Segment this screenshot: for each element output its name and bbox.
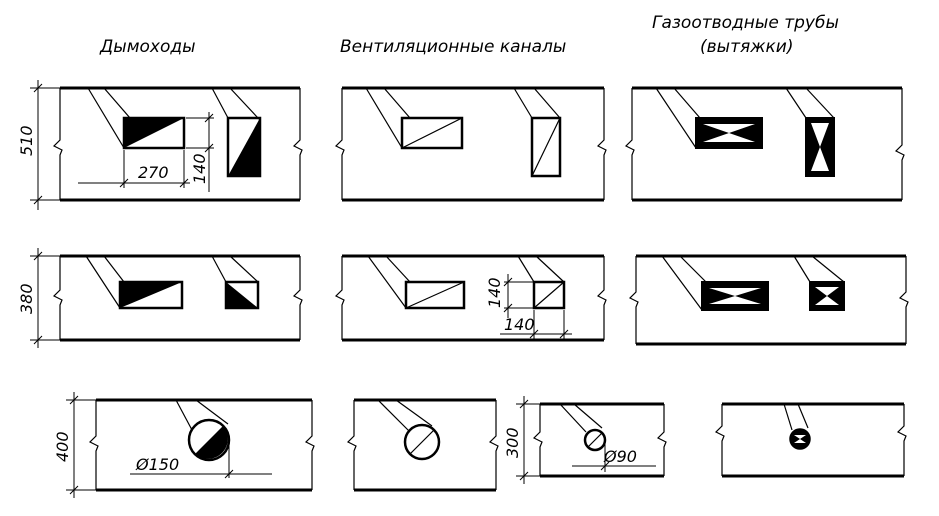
wall-400-chimney: Ø150 400 <box>53 392 315 498</box>
dim-vent-width: 140 <box>504 315 535 334</box>
gas-channel-horizontal <box>701 281 769 311</box>
wall-400-vent <box>346 398 499 492</box>
header-gas-pipes-line1: Газоотводные трубы <box>652 13 839 33</box>
chimney-channel-square <box>224 280 260 310</box>
chimney-channel-horizontal <box>122 116 186 150</box>
chimney-round-pipe <box>187 418 231 462</box>
dim-wall-380: 380 <box>17 283 36 314</box>
vent-channel-square <box>532 280 566 310</box>
wall-510-vent <box>334 86 607 202</box>
gas-channel-square <box>809 281 845 311</box>
dim-wall-510: 510 <box>17 125 36 156</box>
dim-channel-width: 270 <box>138 163 169 182</box>
vent-channel-horizontal <box>404 280 466 310</box>
dim-wall-400: 400 <box>53 431 72 462</box>
header-gas-pipes-line2: (вытяжки) <box>700 37 793 57</box>
vent-round-pipe <box>403 423 441 461</box>
wall-300-gas-1: Ø90 300 <box>503 396 667 484</box>
gas-round-pipe-90 <box>583 428 607 452</box>
header-chimneys: Дымоходы <box>99 37 196 57</box>
gas-round-pipe-small <box>789 428 811 450</box>
chimney-channel-horizontal <box>118 280 184 310</box>
dim-diam-90: Ø90 <box>603 447 637 466</box>
gas-channel-vertical <box>805 117 835 177</box>
wall-380-chimneys: 380 <box>17 248 303 348</box>
header-vent-channels: Вентиляционные каналы <box>340 37 566 57</box>
vent-channel-horizontal <box>400 116 464 150</box>
dim-vent-height: 140 <box>485 277 504 308</box>
wall-380-vent: 140 140 <box>334 254 607 342</box>
dim-diam-150: Ø150 <box>135 455 179 474</box>
dim-wall-300: 300 <box>503 427 522 458</box>
wall-300-gas-2 <box>714 402 907 478</box>
dim-channel-depth: 140 <box>190 153 209 184</box>
wall-380-gas <box>628 254 909 346</box>
chimney-channel-vertical <box>226 116 262 178</box>
wall-510-chimneys: 270 140 510 <box>17 80 303 210</box>
vent-channel-vertical <box>530 116 562 178</box>
wall-510-gas <box>624 86 905 202</box>
gas-channel-horizontal <box>695 117 763 149</box>
